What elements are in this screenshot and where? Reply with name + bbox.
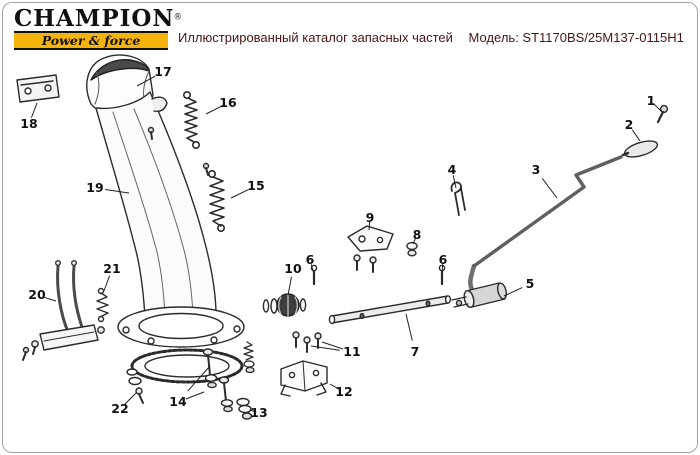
part-label-9-9: 9 [366,210,375,225]
bolts-part-11 [292,331,322,353]
part-label-8-8: 8 [413,227,422,242]
part-label-6-6: 6 [439,252,448,267]
champion-logo: CHAMPION® Power & force [14,7,181,50]
part-label-14-14: 14 [169,394,187,409]
leader-line-part-21 [103,275,111,292]
leader-line-part-10 [287,276,292,296]
part-label-11-11: 11 [343,344,360,359]
leader-line-part-8 [412,237,417,245]
brand-tagline: Power & force [14,31,168,50]
part-label-22-22: 22 [111,401,128,416]
part-label-17-17: 17 [154,64,171,79]
part-label-19-19: 19 [86,180,103,195]
leader-line-part-15 [230,189,249,199]
bracket-part-12 [280,360,328,397]
bushing-part-8 [406,241,418,257]
header: CHAMPION® Power & force Иллюстрированный… [14,7,686,50]
part-label-21-21: 21 [103,261,120,276]
part-label-1-0: 1 [647,93,656,108]
part-label-7-7: 7 [411,344,420,359]
exploded-drawing [16,54,669,420]
page-title: Иллюстрированный каталог запасных частей… [178,30,684,50]
cotter-pin-part-4 [450,181,466,216]
part-label-3-2: 3 [532,162,541,177]
part-label-15-15: 15 [247,178,264,193]
leader-line-part-5 [503,287,523,297]
hardware-part-22 [126,368,144,404]
part-label-6-5: 6 [306,252,315,267]
leader-line-part-13 [249,409,257,413]
bracket-part-9 [347,225,394,273]
part-label-13-13: 13 [250,405,267,420]
crank-rod-part-3 [472,155,623,268]
leader-line-part-14 [185,391,205,400]
catalog-title: Иллюстрированный каталог запасных частей [178,30,453,45]
bracket-part-18 [16,74,60,103]
leader-line-part-9 [368,221,371,231]
leader-line-part-11 [310,345,340,351]
leader-line-part-12 [329,383,341,391]
model-label: Модель: ST1170BS/25M137-0115H1 [468,30,684,45]
registered-mark-icon: ® [174,11,182,22]
part-label-12-12: 12 [335,384,352,399]
support-rods-part-20 [22,260,105,361]
chute-part-19 [95,91,217,319]
part-label-20-20: 20 [28,287,46,302]
hardware-part-14 [202,348,234,413]
spring-part-16 [183,91,201,150]
hardware-stack [243,341,255,374]
leader-line-part-14 [187,365,211,392]
spring-part-15 [208,170,226,233]
shaft-part-7 [328,295,452,325]
leader-line-part-3 [541,178,558,199]
leader-line-part-7 [405,313,413,341]
hardware-part-13 [236,397,253,420]
leader-line-part-6 [441,264,444,275]
leader-line-part-4 [452,175,457,189]
chute-base-flange [117,306,245,348]
part-label-4-3: 4 [448,162,457,177]
leader-line-part-2 [631,129,641,142]
leader-line-part-6 [310,264,315,275]
joint-part-5 [451,263,508,309]
leader-line-part-16 [205,105,222,115]
leader-line-part-11 [321,341,344,350]
spring-part-21 [96,287,109,323]
leader-line-part-1 [653,103,663,113]
leader-line-part-19 [105,189,130,194]
leader-line-part-17 [136,75,156,87]
part-label-5-4: 5 [526,276,535,291]
leader-line-part-20 [42,296,57,302]
handle-grip-part-2 [621,140,659,158]
leader-line-part-18 [30,102,38,118]
part-label-16-16: 16 [219,95,237,110]
part-label-2-1: 2 [625,117,634,132]
part-label-10-10: 10 [284,261,302,276]
deflector-part-17 [86,54,154,115]
bolt-part-1 [656,104,669,124]
part-label-18-18: 18 [20,116,37,131]
worm-part-10 [262,293,307,317]
leader-line-part-22 [124,392,137,405]
brand-name: CHAMPION [14,5,175,32]
